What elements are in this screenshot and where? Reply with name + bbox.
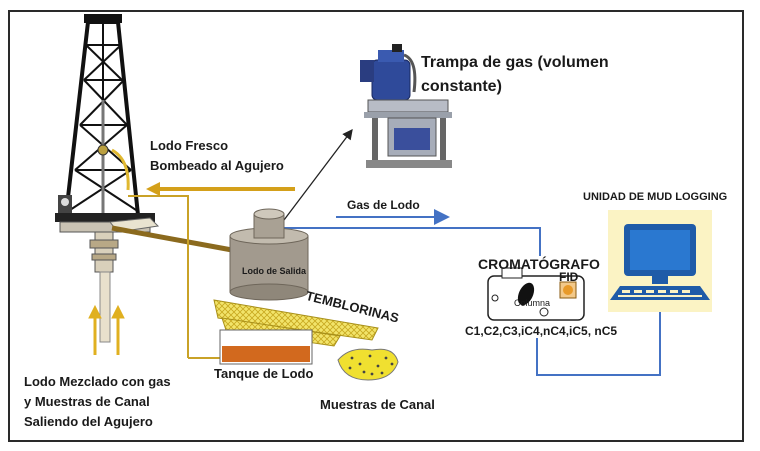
mud-gas-label: Gas de Lodo: [347, 198, 420, 212]
gas-trap-icon: [360, 44, 452, 168]
mud-gas-line: [282, 227, 661, 376]
cuttings-icon: [337, 348, 399, 381]
chromatograph-label: CROMATÓGRAFO: [478, 256, 600, 272]
column-label: Columna: [514, 298, 551, 308]
gas-trap-label-line2: constante): [421, 78, 502, 95]
drilling-rig-icon: [55, 14, 160, 355]
fresh-mud-label-line2: Bombeado al Agujero: [150, 158, 284, 173]
mud-pit-icon: [219, 329, 313, 365]
mud-out-label: Lodo de Salida: [242, 266, 307, 276]
mud-tank-icon: [229, 208, 309, 301]
fid-label: FID: [559, 270, 579, 284]
computer-icon: [608, 210, 712, 312]
chromatograph-icon: [487, 267, 585, 321]
fresh-mud-label-line1: Lodo Fresco: [150, 138, 229, 153]
mud-logging-unit-label: UNIDAD DE MUD LOGGING: [583, 191, 728, 203]
cuttings-label: Muestras de Canal: [320, 397, 435, 412]
components-label: C1,C2,C3,iC4,nC4,iC5, nC5: [465, 324, 618, 338]
returns-label-line3: Saliendo del Agujero: [24, 414, 153, 429]
mud-tank-label: Tanque de Lodo: [214, 366, 314, 381]
gas-trap-label-line1: Trampa de gas (volumen: [421, 54, 609, 71]
returns-label-line2: y Muestras de Canal: [24, 394, 150, 409]
diagram-frame: [8, 10, 744, 442]
returns-label-line1: Lodo Mezclado con gas: [24, 374, 171, 389]
fresh-mud-arrow: [146, 182, 295, 196]
